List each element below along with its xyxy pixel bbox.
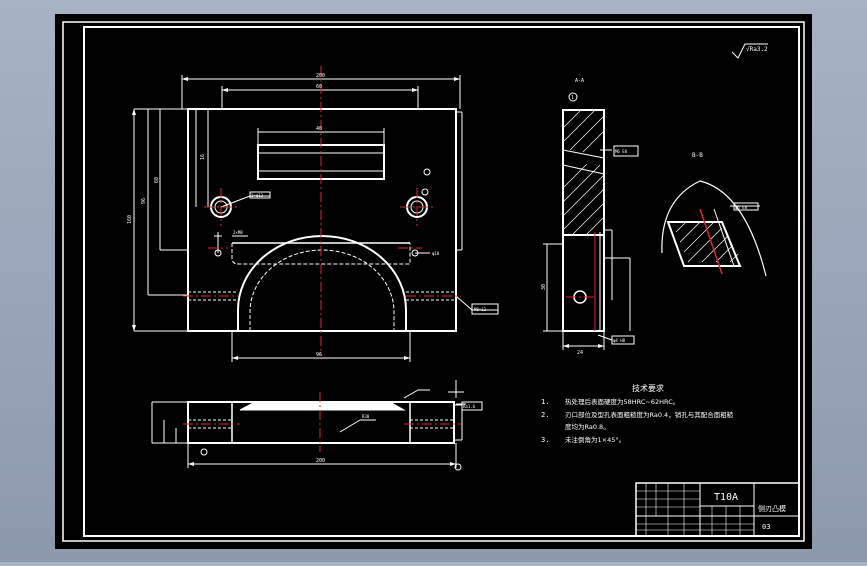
dim-bottom-width: 96 [316,352,322,358]
roughness-symbol [731,43,768,59]
tech-note-2-num: 2. [541,411,549,419]
dim-inner-width: 60 [316,84,322,90]
drawing-sheet [55,14,812,549]
center-lines [183,66,596,452]
tech-note-1-num: 1. [541,398,549,406]
callout-bb: φ6 E8 [735,205,748,210]
callout-aa: M6 E8 [615,149,628,154]
sheet-inner-border [83,26,800,537]
label-marker-1: 1 [571,95,574,101]
section-marker-1 [568,92,578,102]
dim-top-width: 200 [316,73,325,79]
section-bb-profile [661,180,767,277]
section-aa-view [543,92,639,350]
title-block-drawing-no: 03 [762,523,770,531]
dim-left-small: 16 [200,154,206,160]
arch-cutout [237,235,407,331]
label-section-bb: B-B [692,152,703,159]
roughness-label: √Ra3.2 [746,46,768,53]
section-bb-view [661,180,767,277]
tech-note-2b-text: 度均为Ra0.8。 [565,422,610,431]
title-block-part-name: 侧刃凸模 [758,504,786,513]
hidden-arch-profile [231,243,411,265]
tech-notes-title: 技术要求 [632,383,664,393]
dim-side-depth: 24 [577,350,583,356]
dim-left-low: 60 [154,177,160,183]
dim-left-mid: 96 [141,198,147,204]
callout-bb-2: φ4 H8 [613,338,626,343]
tech-note-3-num: 3. [541,436,549,444]
title-block [635,482,800,537]
title-block-material: T10A [714,492,738,503]
section-aa-lower [562,234,605,332]
arrowheads [132,77,604,466]
front-view-outline [187,108,457,332]
tech-note-3-text: 未注倒角为1×45°。 [565,435,625,444]
tech-note-2-text: 刃口部位及型孔表面粗糙度为Ra0.4，销孔与其配合面粗糙 [565,410,734,419]
callout-bottom-right: Ra1.6 [463,404,476,409]
callout-arc: R30 [362,414,370,419]
title-block-frame [635,482,800,537]
dim-side-height: 30 [541,284,547,290]
dim-slot-width: 40 [316,126,322,132]
callout-hole-left: 2×φ12 [251,193,264,198]
front-view [133,75,499,362]
bottom-view [151,380,483,471]
tech-note-1-text: 热处理后表面硬度为58HRC~62HRC。 [565,397,679,406]
dim-base-width: 200 [316,458,325,464]
bottom-view-marker [200,448,208,456]
sheet-outer-border [62,21,805,542]
callout-hole-right: φ10 [432,251,440,256]
label-section-aa: A-A [575,78,584,84]
callout-side-hole: M8×12 [474,307,487,312]
callout-bottom-left: 2×M8 [233,230,243,235]
dim-left-height: 160 [127,215,133,224]
